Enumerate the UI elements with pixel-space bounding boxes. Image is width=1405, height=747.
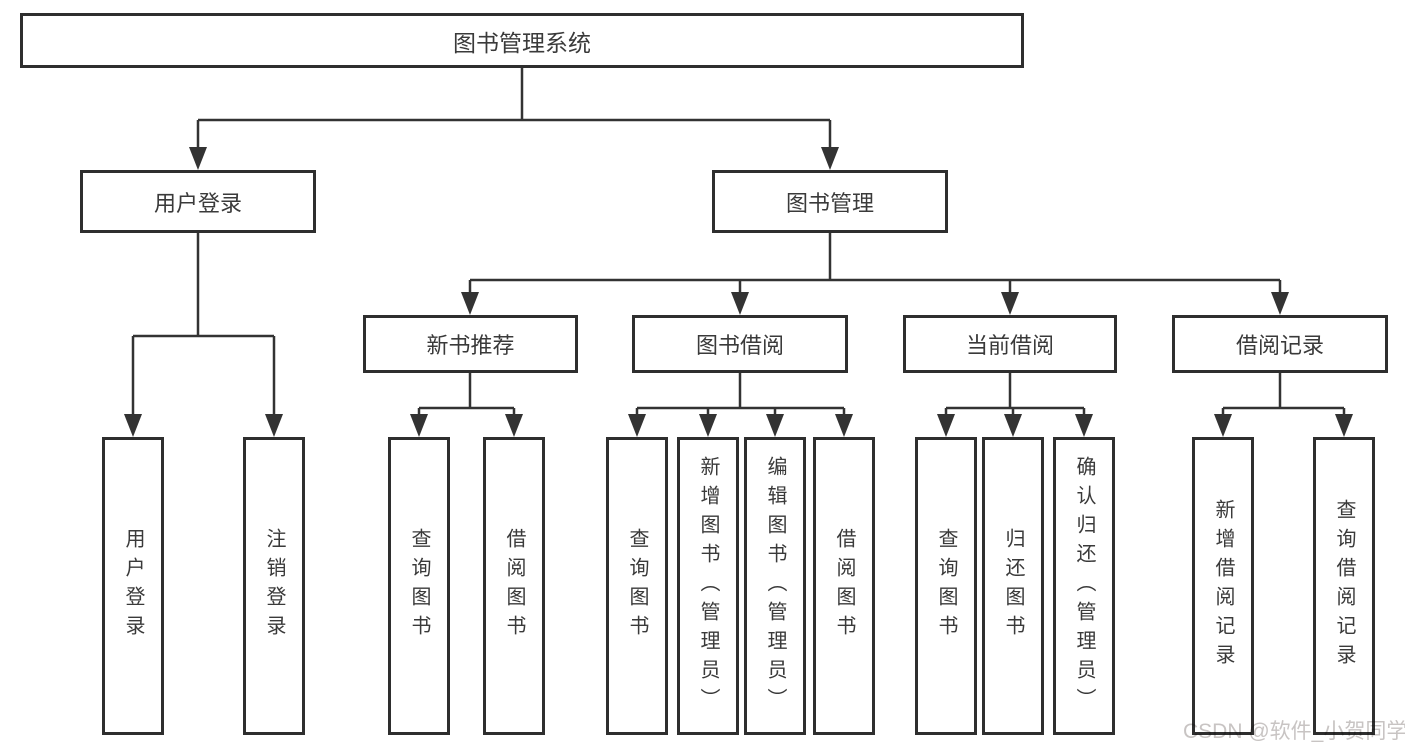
node-borrow-records: 借阅记录 [1172,315,1388,373]
node-book-borrowing: 图书借阅 [632,315,848,373]
node-logout: 注销登录 [243,437,305,735]
node-confirm-return-admin: 确认归还（管理员） [1053,437,1115,735]
node-query-books-borrowing: 查询图书 [606,437,668,735]
node-user-login-leaf: 用户登录 [102,437,164,735]
node-query-books-current: 查询图书 [915,437,977,735]
node-borrow-books: 借阅图书 [813,437,875,735]
node-library-system: 图书管理系统 [20,13,1024,68]
node-borrow-books-recommend: 借阅图书 [483,437,545,735]
node-edit-book-admin: 编辑图书（管理员） [744,437,806,735]
node-current-borrowing: 当前借阅 [903,315,1117,373]
csdn-watermark: CSDN @软件_小贺同学 [1183,720,1405,743]
node-add-book-admin: 新增图书（管理员） [677,437,739,735]
node-new-book-recommend: 新书推荐 [363,315,578,373]
node-query-borrow-record: 查询借阅记录 [1313,437,1375,735]
node-query-books-recommend: 查询图书 [388,437,450,735]
node-add-borrow-record: 新增借阅记录 [1192,437,1254,735]
arrowhead-icons [124,147,1353,437]
node-user-login: 用户登录 [80,170,316,233]
node-return-books: 归还图书 [982,437,1044,735]
node-book-management: 图书管理 [712,170,948,233]
